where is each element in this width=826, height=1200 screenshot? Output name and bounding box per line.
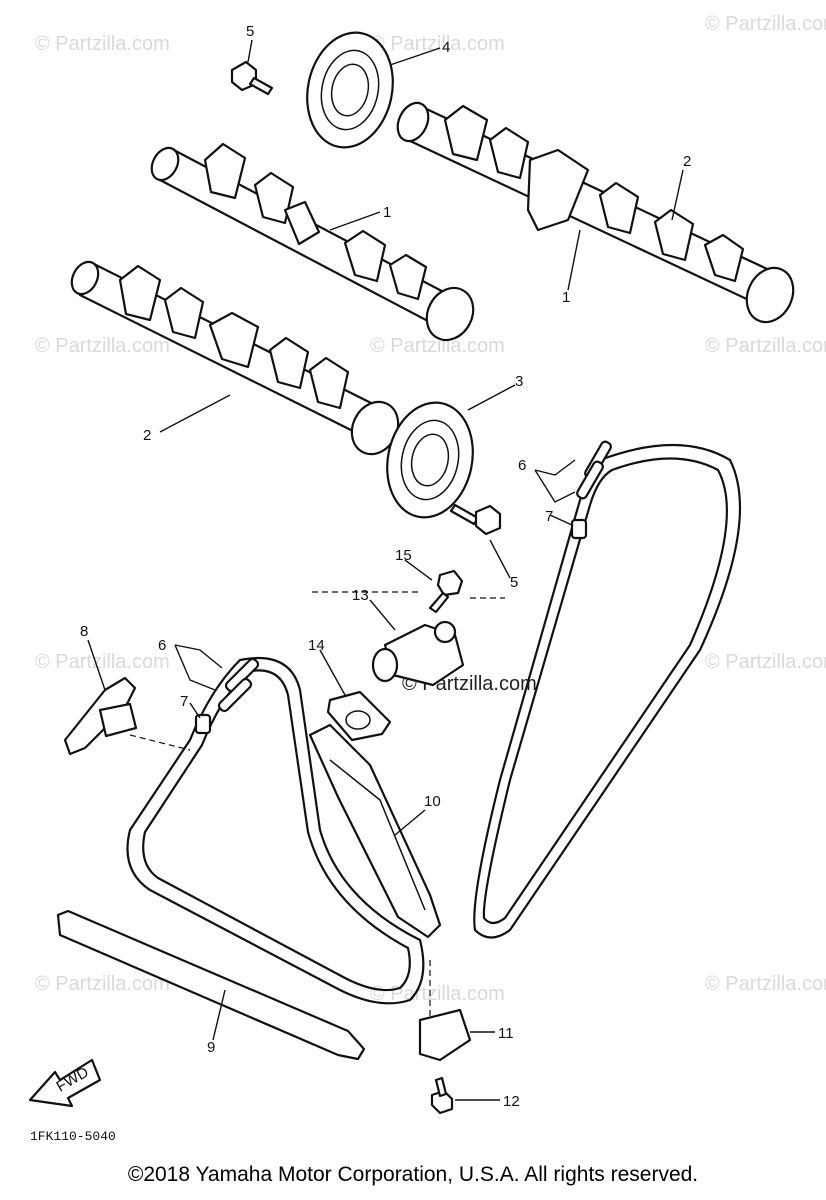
callout-7: 7 <box>180 693 188 710</box>
watermark: © Partzilla.com <box>705 13 826 35</box>
callouts: 5 4 1 2 1 2 3 6 7 5 15 13 14 8 6 7 10 9 … <box>80 23 691 1110</box>
leader-lines <box>87 39 684 1101</box>
cam-chain-right <box>473 443 742 939</box>
watermark: © Partzilla.com <box>370 983 505 1005</box>
callout-1: 1 <box>383 204 391 221</box>
callout-12: 12 <box>503 1093 520 1110</box>
stopper-guide-8 <box>63 676 138 756</box>
callout-5: 5 <box>510 574 518 591</box>
callout-6: 6 <box>158 637 166 654</box>
watermarks: © Partzilla.com © Partzilla.com © Partzi… <box>35 13 826 1005</box>
callout-10: 10 <box>424 793 441 810</box>
copyright-notice: ©2018 Yamaha Motor Corporation, U.S.A. A… <box>127 1163 699 1186</box>
watermark: © Partzilla.com <box>705 973 826 995</box>
cam-chain-left <box>126 656 425 1005</box>
chain-link-6-left <box>217 657 260 713</box>
chain-guide-9 <box>56 909 366 1061</box>
camshaft-1-left <box>150 142 475 342</box>
watermark: © Partzilla.com <box>35 973 170 995</box>
chain-link-7-right <box>570 518 588 540</box>
cam-sprocket-4 <box>306 31 394 149</box>
watermark: © Partzilla.com <box>705 651 826 673</box>
callout-4: 4 <box>442 39 450 56</box>
callout-5: 5 <box>246 23 254 40</box>
bolt-12 <box>430 1076 454 1115</box>
assembly-line <box>129 734 191 751</box>
watermark: © Partzilla.com <box>705 335 826 357</box>
callout-9: 9 <box>207 1039 215 1056</box>
bolt-5-lower <box>449 503 502 536</box>
callout-8: 8 <box>80 623 88 640</box>
camshaft-2-right <box>396 101 795 324</box>
diagram-code: 1FK110-5040 <box>30 1129 116 1144</box>
callout-3: 3 <box>515 373 523 390</box>
callout-13: 13 <box>352 587 369 604</box>
bolt-5-upper <box>230 60 274 96</box>
gasket-14 <box>326 690 392 742</box>
guide-bracket-11 <box>418 1008 472 1062</box>
bolt-15 <box>428 569 464 614</box>
fwd-arrow-icon: FWD <box>28 1058 102 1108</box>
cam-sprocket-3 <box>386 401 474 519</box>
chain-link-7-left <box>194 713 212 735</box>
chain-guide-10 <box>308 723 442 939</box>
callout-6: 6 <box>518 457 526 474</box>
chain-tensioner-13 <box>371 620 465 687</box>
callout-11: 11 <box>498 1025 514 1042</box>
watermark: © Partzilla.com <box>35 651 170 673</box>
watermark: © Partzilla.com <box>370 335 505 357</box>
chain-link-6-right <box>576 440 612 500</box>
callout-15: 15 <box>395 547 412 564</box>
callout-7: 7 <box>545 508 553 525</box>
watermark: © Partzilla.com <box>35 335 170 357</box>
watermark: © Partzilla.com <box>35 33 170 55</box>
camshaft-2-left <box>70 260 400 456</box>
callout-1: 1 <box>562 289 570 306</box>
callout-14: 14 <box>308 637 325 654</box>
watermark: © Partzilla.com <box>370 33 505 55</box>
callout-2: 2 <box>143 427 151 444</box>
callout-2: 2 <box>683 153 691 170</box>
